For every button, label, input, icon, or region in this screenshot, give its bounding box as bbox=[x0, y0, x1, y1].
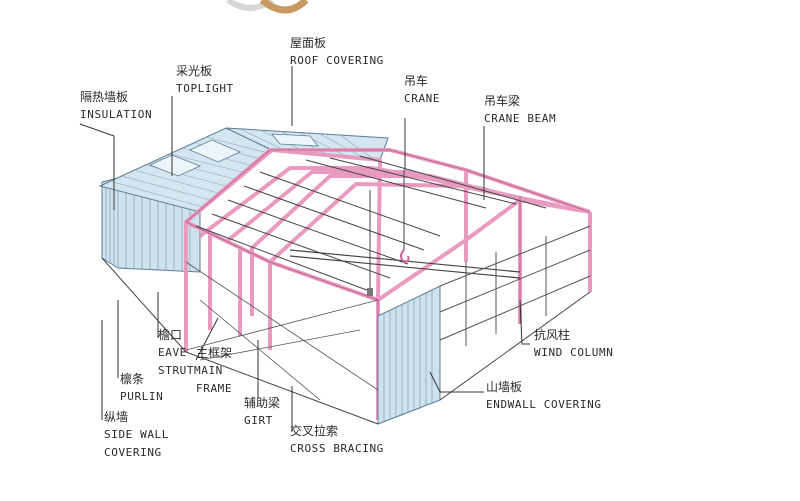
label-cross-bracing: 交叉拉索 CROSS BRACING bbox=[290, 422, 384, 458]
side-wall-en1: SIDE WALL bbox=[104, 428, 170, 441]
label-roof-covering: 屋面板 ROOF COVERING bbox=[290, 34, 384, 70]
wind-column-en: WIND COLUMN bbox=[534, 346, 614, 359]
roof-covering-zh: 屋面板 bbox=[290, 36, 327, 50]
label-wind-column: 抗风柱 WIND COLUMN bbox=[534, 326, 613, 362]
leader-lines bbox=[79, 66, 530, 432]
side-wall-en2: COVERING bbox=[104, 446, 162, 459]
eave-strut-zh: 檐口 bbox=[158, 328, 183, 342]
toplight-panel bbox=[271, 133, 319, 147]
cross-bracing bbox=[185, 261, 379, 401]
girt-en: GIRT bbox=[244, 414, 273, 427]
roof-covering-en: ROOF COVERING bbox=[290, 54, 384, 67]
purlin-zh: 檩条 bbox=[120, 372, 145, 386]
label-insulation: 隔热墙板 INSULATION bbox=[80, 88, 152, 124]
toplight-panel bbox=[189, 139, 241, 163]
eave-strut-en2: STRUT bbox=[158, 364, 195, 377]
main-frame-en1: MAIN bbox=[194, 364, 223, 377]
endwall-covering-zh: 山墙板 bbox=[486, 380, 523, 394]
girt-zh: 辅助梁 bbox=[244, 396, 281, 410]
label-purlin: 檩条 PURLIN bbox=[120, 370, 163, 406]
label-girt: 辅助梁 GIRT bbox=[244, 394, 280, 430]
toplight-zh: 采光板 bbox=[176, 64, 213, 78]
crane-hook bbox=[367, 170, 410, 296]
main-frame-en2: FRAME bbox=[196, 382, 233, 395]
ground-lines bbox=[101, 257, 591, 425]
toplight-panel bbox=[148, 154, 202, 177]
label-crane: 吊车 CRANE bbox=[404, 72, 440, 108]
logo-swoosh bbox=[226, 0, 309, 14]
cross-bracing-en: CROSS BRACING bbox=[290, 442, 384, 455]
insulation-zh: 隔热墙板 bbox=[80, 90, 129, 104]
label-main-frame: 主框架 MAIN FRAME bbox=[194, 344, 233, 398]
insulation-en: INSULATION bbox=[80, 108, 153, 121]
label-eave-strut: 檐口 EAVE STRUT bbox=[158, 326, 194, 380]
crane-en: CRANE bbox=[404, 92, 441, 105]
endwall-covering bbox=[377, 285, 441, 425]
label-endwall-covering: 山墙板 ENDWALL COVERING bbox=[486, 378, 602, 414]
right-wall-girts bbox=[439, 225, 591, 346]
label-crane-beam: 吊车梁 CRANE BEAM bbox=[484, 92, 556, 128]
endwall-covering-en: ENDWALL COVERING bbox=[486, 398, 602, 411]
purlin-en: PURLIN bbox=[120, 390, 164, 403]
label-toplight: 采光板 TOPLIGHT bbox=[176, 62, 234, 98]
purlins bbox=[195, 155, 547, 293]
wind-column-zh: 抗风柱 bbox=[534, 328, 571, 342]
crane-zh: 吊车 bbox=[404, 74, 429, 88]
eave-strut-en1: EAVE bbox=[158, 346, 187, 359]
side-wall-zh: 纵墙 bbox=[104, 410, 129, 424]
main-frame-zh: 主框架 bbox=[196, 346, 233, 360]
crane-beam-zh: 吊车梁 bbox=[484, 94, 521, 108]
crane-beam-en: CRANE BEAM bbox=[484, 112, 557, 125]
label-side-wall: 纵墙 SIDE WALL COVERING bbox=[104, 408, 169, 462]
roof-covering bbox=[98, 127, 389, 213]
toplight-en: TOPLIGHT bbox=[176, 82, 234, 95]
cross-bracing-zh: 交叉拉索 bbox=[290, 424, 339, 438]
